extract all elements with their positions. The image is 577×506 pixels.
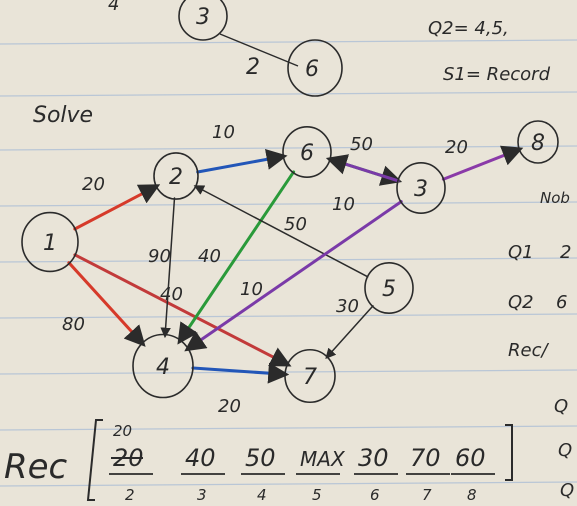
node-1-label: 1 [43,231,57,256]
edge-weight-n4-n7: 20 [218,396,241,417]
record-entry-value-6: 30 [358,444,389,472]
edge-weight-n1-n7: 90 [148,246,171,267]
edge-n1-n7 [73,253,292,367]
edge-weight-n2-n6: 10 [212,122,235,143]
record-row-label: Rec [4,447,68,487]
node-6-circle [282,126,332,179]
top-node-3-label: 3 [196,5,210,30]
edge-n3-n4 [184,200,403,352]
top-number: 4 [108,0,119,15]
edge-n3-n8 [441,145,524,181]
edge-weight-n6-n4: 40 [198,246,221,267]
node-5-circle [364,261,414,314]
record-entry-node-2: 2 [125,486,135,504]
node-2-circle [153,152,199,200]
record-bracket-right [505,424,513,481]
node-1-circle [21,211,79,273]
node-7-circle [284,348,336,404]
note-q2b-rest: 6 [556,292,567,313]
node-3-circle [396,162,446,215]
node-7-label: 7 [303,365,317,390]
top-node-6-circle [287,39,343,97]
top-edge [219,33,299,67]
note-q1-rest: 2 [560,242,571,263]
edge-n1-n4 [67,261,146,347]
note-q-b: Q [558,440,572,461]
graph-edges [67,145,524,384]
edge-weight-n6-n3: 50 [350,134,373,155]
edge-weight-n3-n8: 20 [445,137,468,158]
record-entry-node-6: 6 [370,486,380,504]
record-entry-value-5: MAX [300,447,346,471]
top-node-6-label: 6 [305,57,319,82]
record-entry-value-3: 40 [185,444,216,472]
node-4-label: 4 [156,355,170,380]
graph-nodes: 1 2 6 3 8 5 4 7 [21,120,559,404]
record-entry-value-8: 60 [455,444,486,472]
edge-weight-n3-n4: 10 [240,279,263,300]
record-entry-node-4: 4 [257,486,267,504]
record-entry-top-2: 20 [113,422,132,440]
record-entry-value-7: 70 [410,444,441,472]
edge-weight-n2-n4: 40 [160,284,183,305]
top-fragment: 4 3 2 6 [108,0,343,97]
edge-weight-n1-n4: 80 [62,314,85,335]
node-8-circle [517,120,559,164]
note-q2: Q2= 4,5, [428,18,509,39]
top-node-3-circle [178,0,228,41]
note-q-a: Q [554,396,568,417]
note-rec-strike: Rec/ [508,340,549,361]
edge-n4-n7 [191,362,290,384]
ruled-lines [0,39,577,487]
edge-weight-n1-n2: 20 [82,174,105,195]
edge-weight-n5-n7: 30 [336,296,359,317]
top-edge-weight: 2 [246,55,260,80]
edge-n2-n6 [196,149,288,174]
record-entry-value-4: 50 [245,444,276,472]
edge-n3-n6 [325,154,400,183]
record-entry-node-5: 5 [312,486,322,504]
edge-n5-n2 [193,185,369,278]
edge-n6-n4 [177,170,296,345]
record-entry-node-3: 3 [197,486,207,504]
heading-solve: Solve [33,103,93,128]
node-5-label: 5 [382,277,396,302]
note-q2b: Q2 [508,292,534,313]
note-q1: Q1 [508,242,534,263]
note-s1: S1= Record [443,64,551,85]
node-6-label: 6 [300,141,314,166]
node-3-label: 3 [414,177,428,202]
record-entry-node-8: 8 [467,486,477,504]
record-entry-node-7: 7 [422,486,432,504]
edge-n5-n7 [325,305,374,359]
note-nob: Nob [540,189,570,207]
edge-weight-n5-n2: 50 [284,214,307,235]
edge-n1-n2 [73,184,161,231]
node-8-label: 8 [531,131,545,156]
side-notes: Q2= 4,5, S1= Record Nob Q1 2 Q2 6 Rec/ Q… [428,18,574,501]
record-bracket-left [86,419,103,501]
node-4-circle [132,333,194,399]
edge-n2-n4 [160,197,176,339]
note-q-c: Q [560,480,574,501]
graph-edge-weights: 20 10 50 10 20 80 90 40 50 10 30 20 40 [62,122,468,417]
node-2-label: 2 [169,165,183,190]
edge-weight-n3-n6: 10 [332,194,355,215]
